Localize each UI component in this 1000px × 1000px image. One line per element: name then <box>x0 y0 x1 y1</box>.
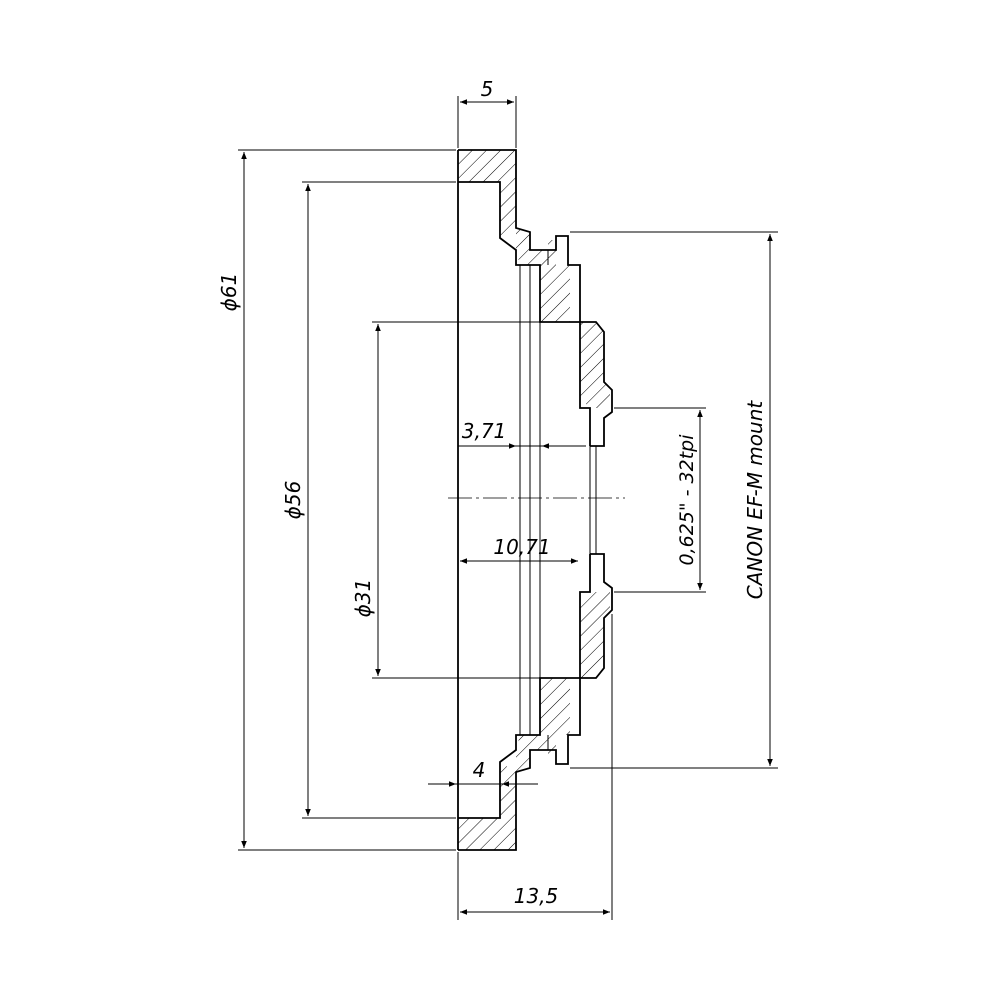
bore-top <box>458 181 591 446</box>
bayonet-bottom-hatch <box>540 678 570 735</box>
boss-bottom-hatch <box>580 592 610 678</box>
wall-top-hatch <box>500 182 516 238</box>
label-d371: 3,71 <box>462 419 507 443</box>
dimension-lines <box>238 96 778 920</box>
flange-top-hatch <box>458 150 516 182</box>
label-mount: CANON EF-M mount <box>743 400 767 600</box>
part-section <box>457 149 613 851</box>
label-d135: 13,5 <box>514 884 559 908</box>
label-thread: 0,625" - 32tpi <box>676 434 698 566</box>
outline-top <box>458 149 613 447</box>
label-w4: 4 <box>473 758 486 782</box>
label-d56: ϕ56 <box>281 481 305 520</box>
bayonet-top-hatch <box>540 265 570 322</box>
step-top-hatch <box>516 228 556 265</box>
step-bottom-hatch <box>516 735 556 772</box>
label-d31: ϕ31 <box>351 579 375 618</box>
outline-bottom <box>458 553 613 851</box>
bore-bottom <box>458 554 591 819</box>
boss-top-hatch <box>580 322 610 408</box>
flange-bottom-hatch <box>458 818 516 850</box>
wall-bottom-hatch <box>500 762 516 818</box>
dimension-labels: ϕ61 ϕ56 ϕ31 5 4 3,71 10,71 13,5 0,625" -… <box>217 77 767 908</box>
label-w5: 5 <box>481 77 494 101</box>
label-d61: ϕ61 <box>217 273 241 312</box>
label-d1071: 10,71 <box>493 535 550 559</box>
